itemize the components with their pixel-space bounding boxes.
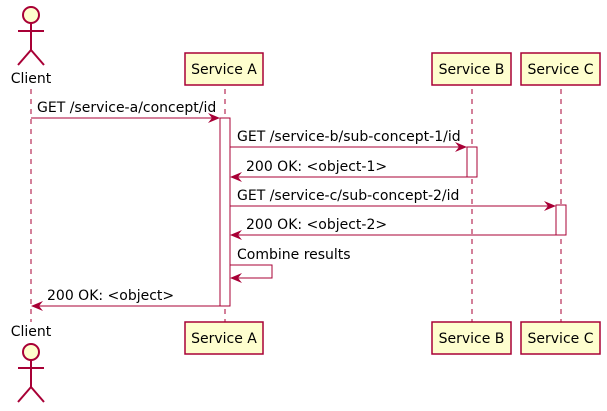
participant-box-service-b-bottom <box>431 321 512 355</box>
participant-label-client-top: Client <box>11 71 52 87</box>
participant-label-service-a-top: Service A <box>191 62 257 78</box>
actor-leg-left-icon <box>17 386 32 403</box>
message-label-4: GET /service-c/sub-concept-2/id <box>237 188 459 204</box>
participant-box-service-c-bottom <box>520 321 601 355</box>
message-label-2: GET /service-b/sub-concept-1/id <box>237 129 461 145</box>
participants-top: Client Service A Service B Service C <box>11 6 601 87</box>
actor-head-icon <box>22 6 40 24</box>
message-label-6: Combine results <box>237 247 351 263</box>
actor-head-icon <box>22 343 40 361</box>
messages <box>31 113 556 311</box>
participant-label-client-bottom: Client <box>11 324 52 340</box>
activation-service-a <box>219 117 231 307</box>
message-label-1: GET /service-a/concept/id <box>37 100 216 116</box>
participants-bottom: Client Service A Service B Service C <box>11 321 601 403</box>
participant-label-service-b-top: Service B <box>439 62 505 78</box>
participant-label-service-c-top: Service C <box>528 62 594 78</box>
participant-box-service-a-bottom <box>184 321 264 355</box>
participant-box-service-c-top <box>520 52 601 86</box>
message-label-3: 200 OK: <object-1> <box>246 159 387 175</box>
message-arrow-6-self <box>230 264 273 283</box>
participant-box-service-b-top <box>431 52 512 86</box>
message-label-7: 200 OK: <object> <box>47 288 174 304</box>
participant-label-service-a-bottom: Service A <box>191 331 257 347</box>
activation-service-c <box>555 204 567 236</box>
actor-leg-right-icon <box>30 49 45 66</box>
participant-label-service-b-bottom: Service B <box>439 331 505 347</box>
actor-leg-left-icon <box>17 49 32 66</box>
activation-service-b <box>466 146 478 178</box>
message-label-5: 200 OK: <object-2> <box>246 217 387 233</box>
actor-client-bottom <box>17 343 45 403</box>
participant-label-service-c-bottom: Service C <box>528 331 594 347</box>
actor-client-top <box>17 6 45 66</box>
activations <box>219 117 567 307</box>
actor-leg-right-icon <box>30 386 45 403</box>
message-labels: GET /service-a/concept/id GET /service-b… <box>37 100 461 304</box>
participant-box-service-a-top <box>184 52 264 86</box>
